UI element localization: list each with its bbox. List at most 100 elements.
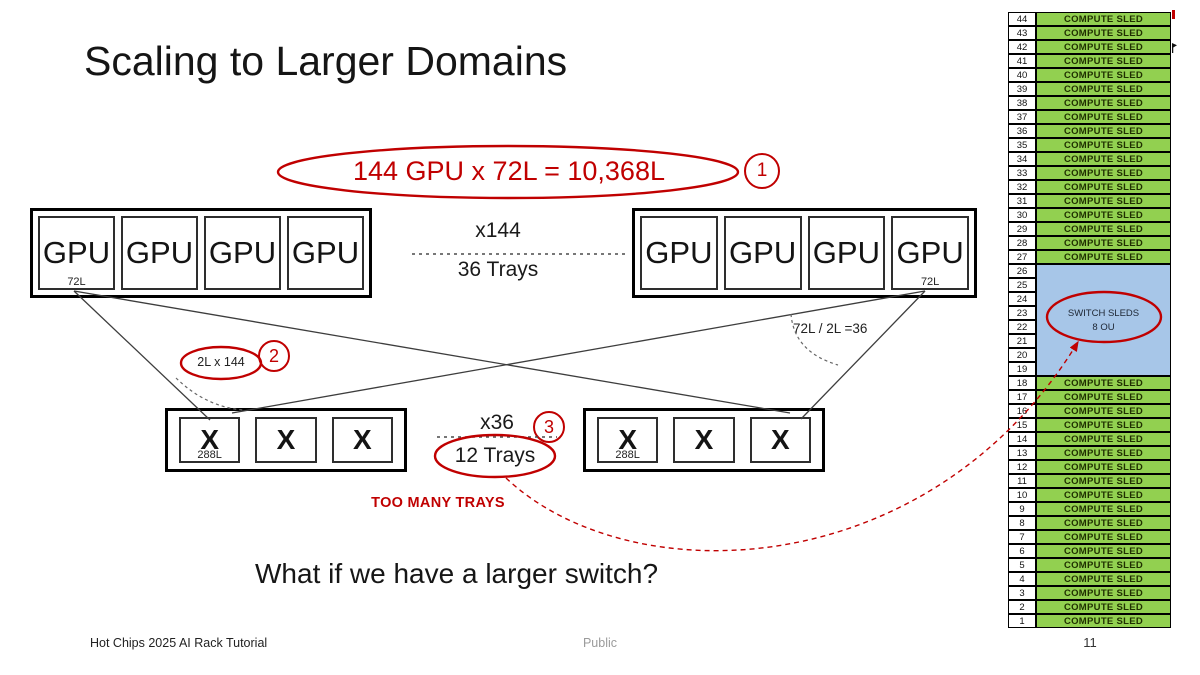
ratio-note-text: 72L / 2L =36 xyxy=(793,321,868,336)
compute-sled-cell: COMPUTE SLED xyxy=(1036,40,1171,54)
rack-unit-number: 16 xyxy=(1008,404,1036,418)
gpu-cell: GPU xyxy=(121,216,198,290)
rack-unit-number: 38 xyxy=(1008,96,1036,110)
rack-unit-number: 42 xyxy=(1008,40,1036,54)
switch-cell: X xyxy=(749,417,811,463)
rack-unit-number: 21 xyxy=(1008,334,1036,348)
rack-unit-number: 6 xyxy=(1008,544,1036,558)
gpu-cell: GPU 72L xyxy=(891,216,969,290)
compute-sled-cell: COMPUTE SLED xyxy=(1036,222,1171,236)
compute-sled-cell: COMPUTE SLED xyxy=(1036,572,1171,586)
gpu-tray-left: GPU 72L GPU GPU GPU xyxy=(30,208,372,298)
compute-sled-cell: COMPUTE SLED xyxy=(1036,166,1171,180)
gpu-label: GPU xyxy=(291,235,360,270)
angle-arc-left xyxy=(175,377,244,411)
compute-sled-cell: COMPUTE SLED xyxy=(1036,404,1171,418)
gpu-link-trays: 36 Trays xyxy=(457,258,539,281)
switch-link-trays: 12 Trays xyxy=(454,444,536,467)
rack-unit-number: 22 xyxy=(1008,320,1036,334)
compute-sled-cell: COMPUTE SLED xyxy=(1036,488,1171,502)
compute-sled-cell: COMPUTE SLED xyxy=(1036,138,1171,152)
gpu-label: GPU xyxy=(125,235,194,270)
page-number: 11 xyxy=(1083,635,1097,650)
rack-unit-number: 11 xyxy=(1008,474,1036,488)
link-gpuL-switchR xyxy=(73,290,791,414)
rack-unit-number: 24 xyxy=(1008,292,1036,306)
compute-sled-cell: COMPUTE SLED xyxy=(1036,460,1171,474)
question-text: What if we have a larger switch? xyxy=(255,558,659,589)
gpu-cell: GPU xyxy=(204,216,281,290)
compute-sled-cell: COMPUTE SLED xyxy=(1036,194,1171,208)
compute-sled-cell: COMPUTE SLED xyxy=(1036,26,1171,40)
rack-unit-number: 4 xyxy=(1008,572,1036,586)
compute-sled-cell: COMPUTE SLED xyxy=(1036,432,1171,446)
rack-unit-number: 26 xyxy=(1008,264,1036,278)
rack-unit-number: 13 xyxy=(1008,446,1036,460)
rack-unit-number: 12 xyxy=(1008,460,1036,474)
capacity-label: 288L xyxy=(615,449,640,461)
rack-row: 20 xyxy=(1008,348,1036,362)
rack-unit-number: 29 xyxy=(1008,222,1036,236)
compute-sled-cell: COMPUTE SLED xyxy=(1036,152,1171,166)
gpu-tray-right: GPU GPU GPU GPU 72L xyxy=(632,208,977,298)
switch-ou-label: 8 OU xyxy=(1092,321,1115,333)
compute-sled-cell: COMPUTE SLED xyxy=(1036,446,1171,460)
rack-unit-number: 18 xyxy=(1008,376,1036,390)
rack-unit-number: 17 xyxy=(1008,390,1036,404)
switch-cell: X xyxy=(673,417,735,463)
rack-unit-number: 31 xyxy=(1008,194,1036,208)
rack-unit-number: 33 xyxy=(1008,166,1036,180)
compute-sled-cell: COMPUTE SLED xyxy=(1036,502,1171,516)
switch-label: X xyxy=(694,424,714,455)
step-badge-2: 2 xyxy=(258,340,290,372)
capacity-label: 72L xyxy=(920,276,940,288)
compute-sled-cell: COMPUTE SLED xyxy=(1036,530,1171,544)
switch-tray-left: X 288L X X xyxy=(165,408,407,472)
rack-unit-number: 36 xyxy=(1008,124,1036,138)
compute-sled-cell: COMPUTE SLED xyxy=(1036,96,1171,110)
gpu-cell: GPU xyxy=(807,216,886,290)
switch-cell: X xyxy=(331,417,393,463)
rack-unit-number: 1 xyxy=(1008,614,1036,628)
gpu-label: GPU xyxy=(812,235,880,270)
gpu-label: GPU xyxy=(896,235,964,270)
rack-unit-number: 25 xyxy=(1008,278,1036,292)
compute-sled-cell: COMPUTE SLED xyxy=(1036,124,1171,138)
rack-unit-number: 7 xyxy=(1008,530,1036,544)
compute-sled-cell: COMPUTE SLED xyxy=(1036,600,1171,614)
switch-cell: X xyxy=(255,417,317,463)
rack-unit-number: 44 xyxy=(1008,12,1036,26)
step-badge-3: 3 xyxy=(533,411,565,443)
rack-unit-number: 20 xyxy=(1008,348,1036,362)
gpu-label: GPU xyxy=(645,235,713,270)
rack-unit-number: 23 xyxy=(1008,306,1036,320)
compute-sled-cell: COMPUTE SLED xyxy=(1036,558,1171,572)
compute-sled-cell: COMPUTE SLED xyxy=(1036,544,1171,558)
compute-sled-cell: COMPUTE SLED xyxy=(1036,586,1171,600)
switch-tray-right: X 288L X X xyxy=(583,408,825,472)
gpu-label: GPU xyxy=(729,235,797,270)
revision-marker-flag xyxy=(1172,43,1177,53)
compute-sled-cell: COMPUTE SLED xyxy=(1036,110,1171,124)
rack-row: 26 xyxy=(1008,264,1036,278)
gpu-label: GPU xyxy=(208,235,277,270)
rack-row: 22 xyxy=(1008,320,1036,334)
rack-unit-number: 15 xyxy=(1008,418,1036,432)
